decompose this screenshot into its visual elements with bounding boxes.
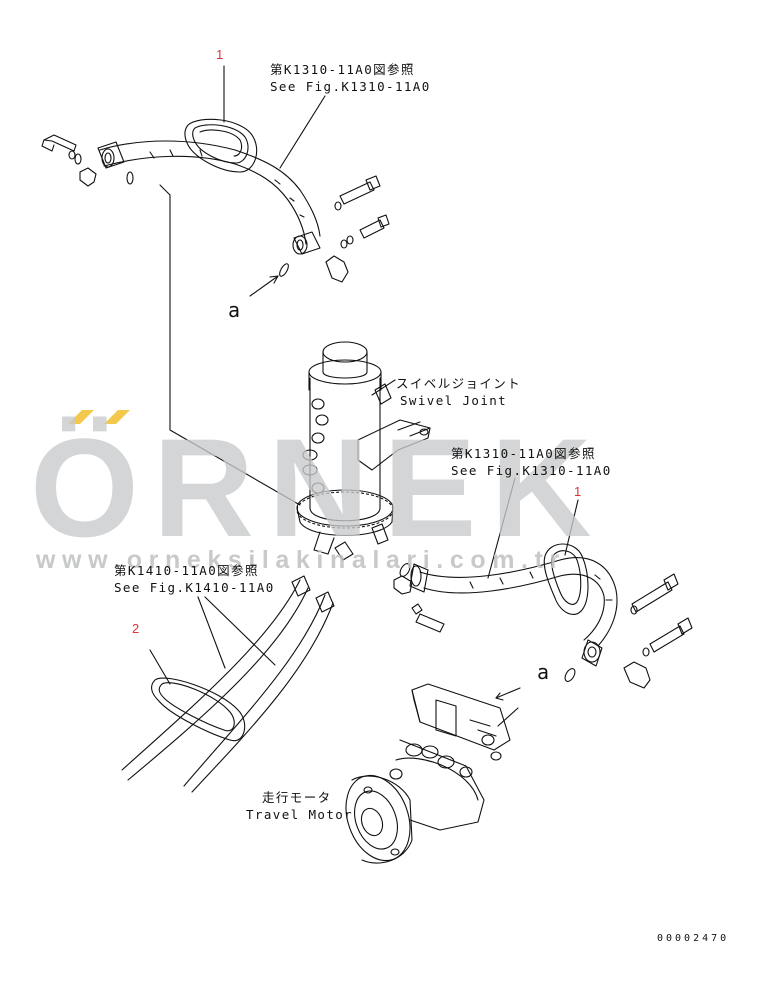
lower-arrow-a [495,687,521,699]
right-hose-assembly [393,477,693,701]
top-hose-assembly [41,65,390,297]
upper-letter-a: a [228,298,241,322]
top-ref-en: See Fig.K1310-11A0 [270,79,431,94]
motor-label-en: Travel Motor [246,807,354,822]
right-ref-en: See Fig.K1310-11A0 [451,463,612,478]
swivel-joint [296,341,431,561]
top-clamp-ring [184,118,258,173]
connector-line-top [159,184,301,506]
top-ref-leader [279,95,326,169]
left-ref-jp: 第K1410-11A0図参照 [114,563,259,578]
upper-arrow-a [249,275,279,297]
swivel-ports [302,398,329,494]
top-hose [97,140,321,255]
left-ref-en: See Fig.K1410-11A0 [114,580,275,595]
right-clamp-ring [543,543,589,615]
motor-label-jp: 走行モータ [262,790,332,805]
lower-letter-a: a [537,660,550,684]
callout-1-right: 1 [574,484,582,499]
callout-1-top: 1 [216,47,224,62]
left-clamp-ring [151,677,246,742]
left-hoses [121,575,335,793]
top-left-bolt [41,134,134,187]
callout-2-left: 2 [132,621,140,636]
right-ref-jp: 第K1310-11A0図参照 [451,446,596,461]
top-ref-jp: 第K1310-11A0図参照 [270,62,415,77]
swivel-label-en: Swivel Joint [400,393,508,408]
top-right-bolts [279,175,390,283]
part-number: 00002470 [657,933,730,944]
right-hose [419,557,618,647]
swivel-label-jp: スイベルジョイント [396,376,522,391]
travel-motor [345,683,519,864]
